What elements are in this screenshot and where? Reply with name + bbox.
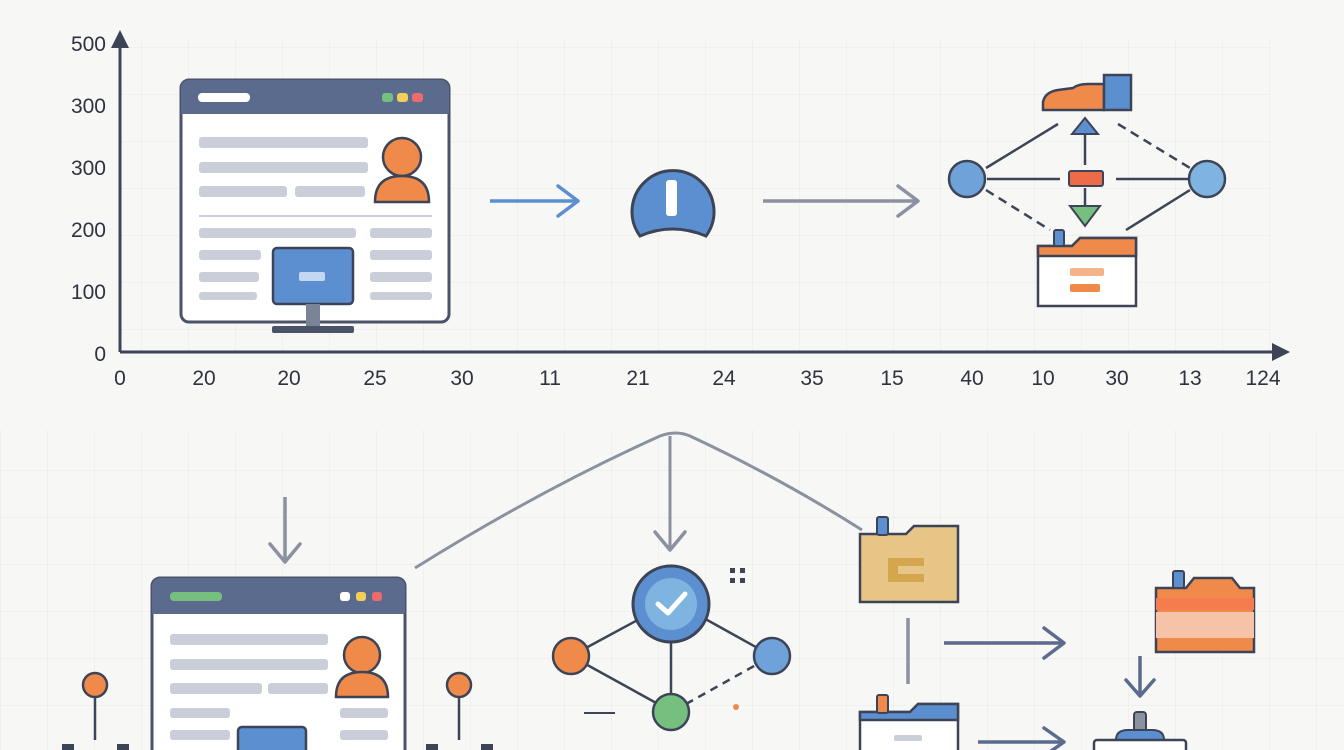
x-tick-label: 35	[800, 367, 823, 390]
x-tick-label: 13	[1178, 367, 1201, 390]
window-dot-yellow-icon	[356, 592, 366, 601]
arrow-right-icon	[763, 184, 920, 218]
x-tick-label: 15	[880, 367, 903, 390]
pin-marker-icon	[426, 671, 493, 750]
x-tick-label: 30	[1105, 367, 1128, 390]
y-axis-arrow-icon	[111, 30, 129, 48]
window-dot-red-icon	[412, 93, 423, 102]
y-tick-label: 100	[71, 281, 106, 304]
y-tick-label: 200	[71, 219, 106, 242]
y-tick-labels: 500 300 300 200 100 0	[71, 33, 106, 366]
arrow-down-icon	[268, 497, 302, 564]
checkmark-circle-icon	[631, 564, 711, 644]
info-circle-icon	[630, 169, 716, 238]
x-tick-label: 0	[114, 367, 126, 390]
arrow-right-icon	[490, 184, 580, 218]
x-tick-label: 124	[1245, 367, 1280, 390]
x-axis-arrow-icon	[1272, 343, 1290, 361]
shipping-box-icon	[1041, 73, 1133, 112]
arrow-down-icon	[1068, 205, 1102, 228]
user-avatar-icon	[334, 635, 390, 699]
y-tick-label: 500	[71, 33, 106, 56]
window-dot-white-icon	[340, 592, 350, 601]
network-node-icon	[1187, 159, 1227, 199]
x-tick-labels: 0 20 20 25 30 11 21 24 35 15 40 10 30 13…	[114, 367, 1281, 390]
network-node-icon	[752, 636, 792, 676]
browser-window-icon	[179, 78, 451, 324]
window-dot-green-icon	[382, 93, 393, 102]
folder-icon	[858, 516, 960, 604]
x-axis	[120, 343, 1290, 361]
x-tick-label: 20	[192, 367, 215, 390]
folder-icon	[858, 694, 960, 750]
network-node-icon	[651, 692, 691, 732]
folder-icon	[1036, 229, 1138, 308]
checkmark-network-icon	[551, 564, 792, 732]
y-tick-label: 300	[71, 157, 106, 180]
stamp-icon	[1092, 711, 1188, 750]
x-tick-label: 21	[626, 367, 649, 390]
x-tick-label: 20	[277, 367, 300, 390]
arrow-right-icon	[944, 626, 1066, 660]
x-tick-label: 24	[712, 367, 736, 390]
x-tick-label: 40	[960, 367, 983, 390]
x-tick-label: 30	[450, 367, 473, 390]
y-axis	[111, 30, 129, 352]
network-node-icon	[947, 159, 987, 199]
window-dot-red-icon	[372, 592, 382, 601]
y-tick-label: 300	[71, 95, 106, 118]
x-tick-label: 10	[1031, 367, 1054, 390]
monitor-icon	[236, 725, 308, 750]
x-tick-label: 11	[539, 367, 561, 390]
browser-window-icon	[150, 576, 407, 750]
network-diagram-icon	[947, 116, 1227, 232]
arrow-right-icon	[978, 726, 1066, 750]
y-tick-label: 0	[94, 343, 106, 366]
connector-line	[414, 431, 863, 570]
arrow-up-icon	[1069, 116, 1101, 135]
window-dot-yellow-icon	[397, 93, 408, 102]
user-avatar-icon	[373, 136, 431, 204]
monitor-icon	[271, 246, 355, 333]
network-node-icon	[551, 636, 591, 676]
folder-icon	[1154, 570, 1256, 654]
x-tick-label: 25	[363, 367, 386, 390]
arrow-down-icon	[1124, 656, 1156, 698]
pin-marker-icon	[62, 671, 129, 750]
